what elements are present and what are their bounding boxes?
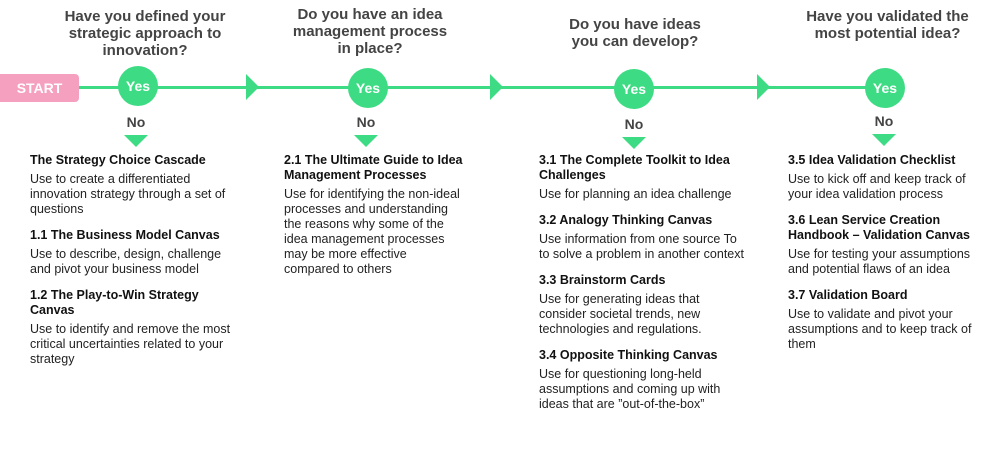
item-title: 3.1 The Complete Toolkit to Idea Challen… (539, 153, 730, 182)
list-item: 3.4 Opposite Thinking Canvas Use for que… (539, 348, 749, 412)
flow-line (79, 86, 895, 89)
item-desc: Use to identify and remove the most crit… (30, 322, 231, 366)
item-desc: Use to describe, design, challenge and p… (30, 247, 222, 276)
item-desc: Use to kick off and keep track of your i… (788, 172, 966, 201)
no-label-1: No (126, 114, 146, 130)
item-title: 3.3 Brainstorm Cards (539, 273, 666, 287)
no-label-2: No (356, 114, 376, 130)
item-desc: Use for generating ideas that consider s… (539, 292, 702, 336)
item-title: 3.5 Idea Validation Checklist (788, 153, 956, 167)
column-idea-management: 2.1 The Ultimate Guide to Idea Managemen… (284, 153, 464, 288)
no-label-4: No (874, 113, 894, 129)
column-ideas: 3.1 The Complete Toolkit to Idea Challen… (539, 153, 749, 423)
item-title: 1.2 The Play-to-Win Strategy Canvas (30, 288, 199, 317)
item-desc: Use for planning an idea challenge (539, 187, 732, 201)
item-desc: Use for testing your assumptions and pot… (788, 247, 971, 276)
list-item: 2.1 The Ultimate Guide to Idea Managemen… (284, 153, 464, 277)
yes-badge-2: Yes (348, 68, 388, 108)
item-title: 1.1 The Business Model Canvas (30, 228, 220, 242)
item-title: 3.6 Lean Service Creation Handbook – Val… (788, 213, 970, 242)
item-title: 3.7 Validation Board (788, 288, 908, 302)
arrow-right-icon (757, 74, 770, 100)
list-item: 3.3 Brainstorm Cards Use for generating … (539, 273, 749, 337)
list-item: 3.5 Idea Validation Checklist Use to kic… (788, 153, 978, 202)
item-title: 2.1 The Ultimate Guide to Idea Managemen… (284, 153, 463, 182)
no-label-3: No (624, 116, 644, 132)
arrow-down-icon (872, 134, 896, 146)
arrow-down-icon (622, 137, 646, 149)
item-desc: Use information from one source To to so… (539, 232, 744, 261)
yes-badge-4: Yes (865, 68, 905, 108)
column-strategy: The Strategy Choice Cascade Use to creat… (30, 153, 235, 378)
item-desc: Use to create a differentiated innovatio… (30, 172, 226, 216)
arrow-right-icon (490, 74, 503, 100)
item-desc: Use for identifying the non-ideal proces… (284, 187, 460, 276)
list-item: 1.1 The Business Model Canvas Use to des… (30, 228, 235, 277)
question-3: Do you have ideas you can develop? (569, 16, 701, 50)
arrow-down-icon (354, 135, 378, 147)
arrow-right-icon (246, 74, 259, 100)
list-item: The Strategy Choice Cascade Use to creat… (30, 153, 235, 217)
column-validation: 3.5 Idea Validation Checklist Use to kic… (788, 153, 978, 363)
yes-badge-3: Yes (614, 69, 654, 109)
question-2: Do you have an idea management process i… (292, 6, 448, 57)
list-item: 3.7 Validation Board Use to validate and… (788, 288, 978, 352)
yes-badge-1: Yes (118, 66, 158, 106)
list-item: 3.6 Lean Service Creation Handbook – Val… (788, 213, 978, 277)
list-item: 3.1 The Complete Toolkit to Idea Challen… (539, 153, 749, 202)
list-item: 1.2 The Play-to-Win Strategy Canvas Use … (30, 288, 235, 367)
arrow-down-icon (124, 135, 148, 147)
item-desc: Use for questioning long-held assumption… (539, 367, 721, 411)
item-title: The Strategy Choice Cascade (30, 153, 206, 167)
list-item: 3.2 Analogy Thinking Canvas Use informat… (539, 213, 749, 262)
item-desc: Use to validate and pivot your assumptio… (788, 307, 972, 351)
question-4: Have you validated the most potential id… (806, 8, 969, 42)
item-title: 3.4 Opposite Thinking Canvas (539, 348, 718, 362)
item-title: 3.2 Analogy Thinking Canvas (539, 213, 713, 227)
start-label: START (0, 74, 79, 102)
question-1: Have you defined your strategic approach… (64, 8, 226, 59)
